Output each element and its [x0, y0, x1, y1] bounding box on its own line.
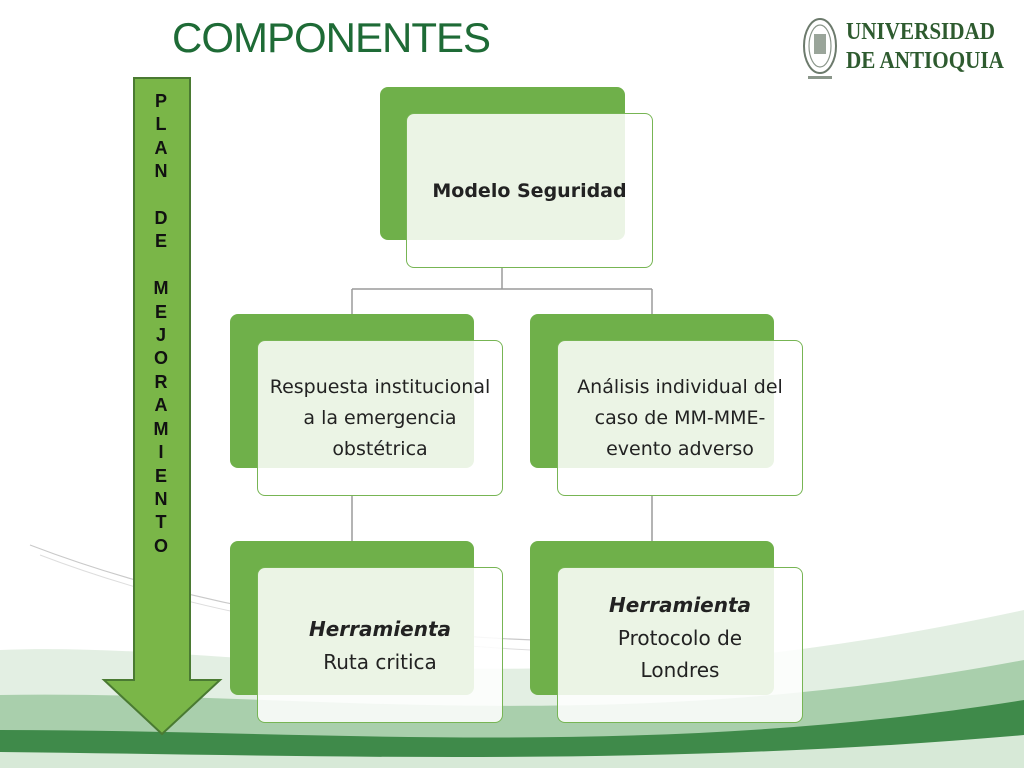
left-tool-node: Herramienta Ruta critica: [257, 567, 503, 723]
seal-icon: [803, 18, 837, 79]
right-node: Análisis individual del caso de MM-MME- …: [557, 340, 803, 496]
university-name: UNIVERSIDAD DE ANTIOQUIA: [846, 18, 1004, 76]
left-tool-title: Herramienta: [308, 617, 452, 641]
left-tool-name: Ruta critica: [323, 650, 437, 674]
right-tool-name: Protocolo de Londres: [617, 626, 743, 682]
right-node-label: Análisis individual del caso de MM-MME- …: [577, 375, 783, 460]
logo-line-2: DE ANTIOQUIA: [846, 48, 1004, 74]
page-title: COMPONENTES: [172, 14, 491, 61]
left-node: Respuesta institucional a la emergencia …: [257, 340, 503, 496]
right-tool-node: Herramienta Protocolo de Londres: [557, 567, 803, 723]
plan-de-mejoramiento-label: P L A N D E M E J O R A M I E N T O: [153, 91, 169, 556]
university-logo: UNIVERSIDAD DE ANTIOQUIA: [800, 14, 1010, 84]
root-node: Modelo Seguridad: [406, 113, 653, 268]
down-arrow-icon: [101, 77, 223, 736]
root-node-label: Modelo Seguridad: [432, 179, 627, 202]
left-node-label: Respuesta institucional a la emergencia …: [269, 375, 491, 460]
right-tool-title: Herramienta: [608, 593, 752, 617]
logo-line-1: UNIVERSIDAD: [846, 19, 996, 45]
